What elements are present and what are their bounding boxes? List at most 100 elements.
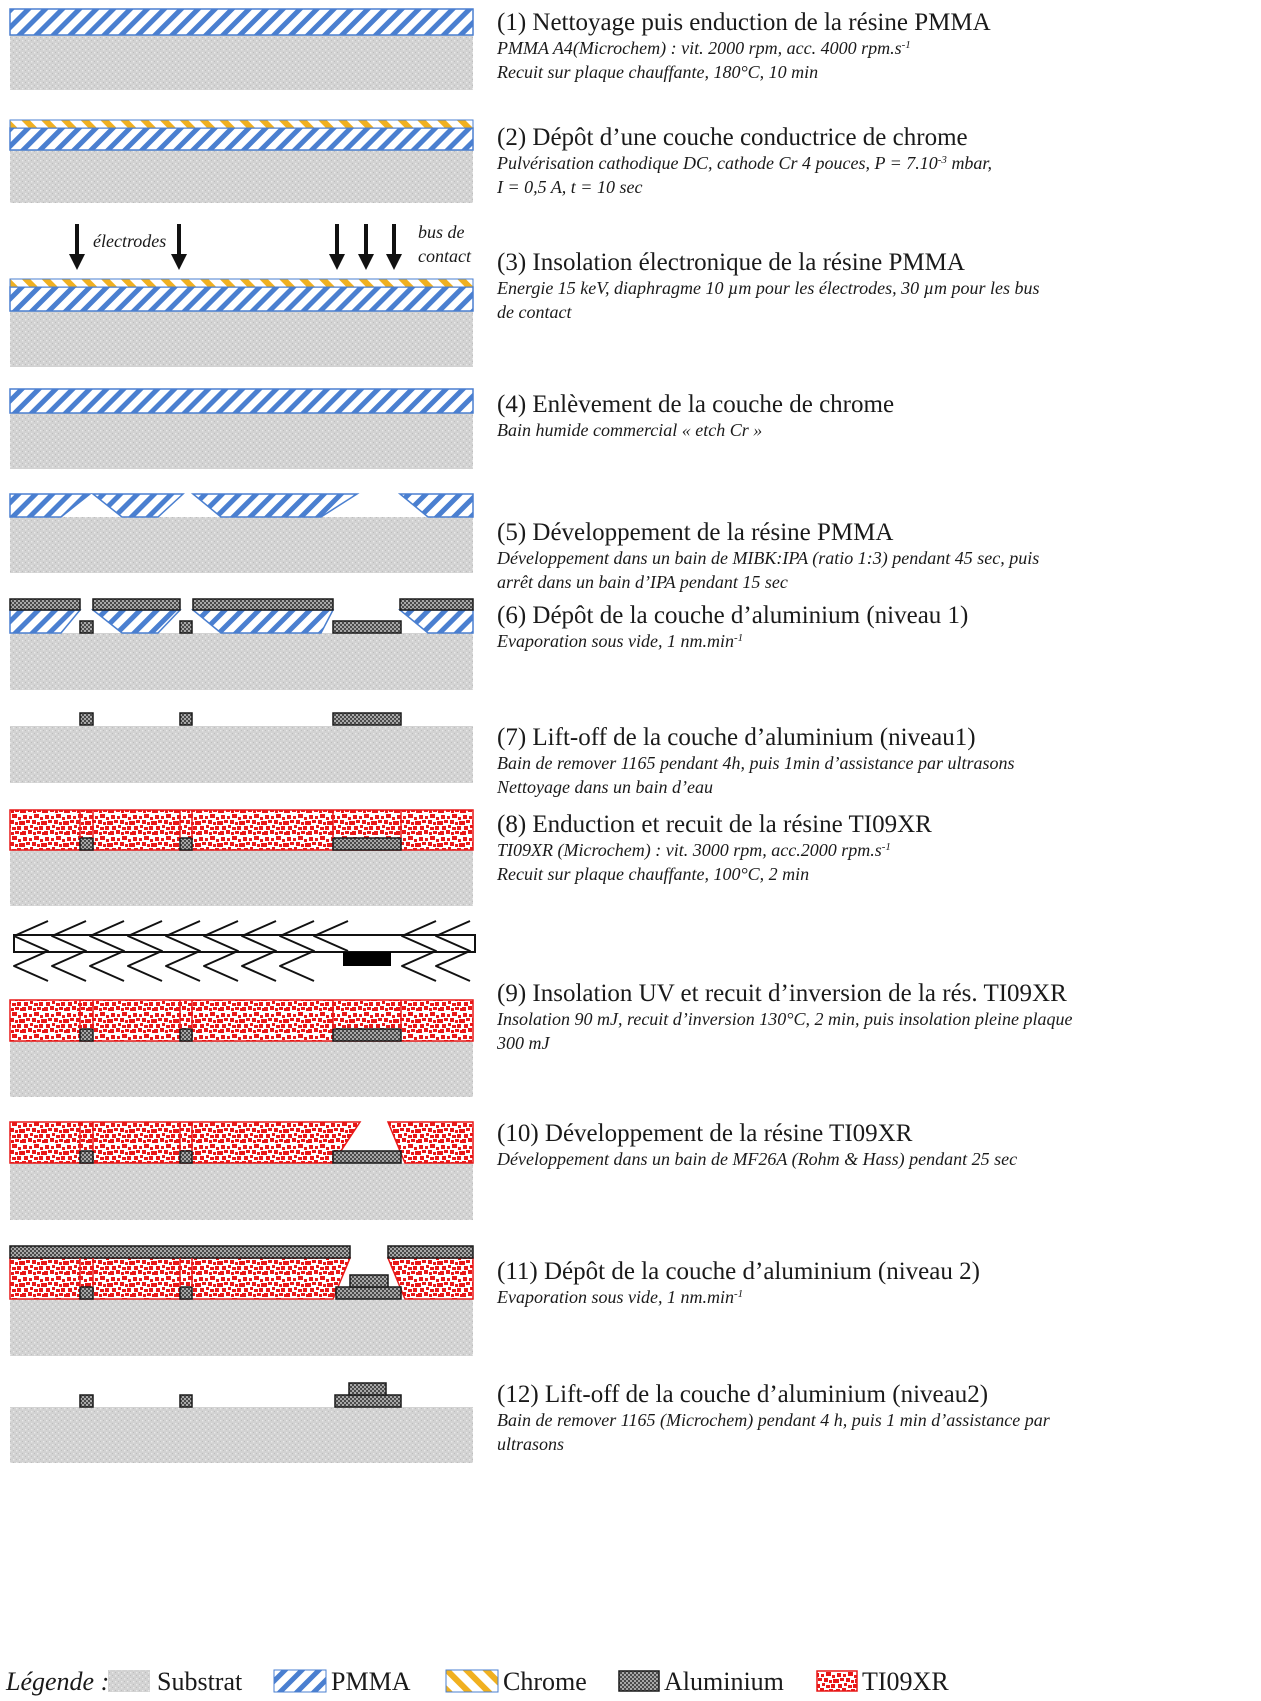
superscript: -1	[734, 1288, 743, 1300]
step-3-text: (3) Insolation électronique de la résine…	[496, 249, 1040, 322]
step-detail-line: TI09XR (Microchem) : vit. 3000 rpm, acc.…	[497, 840, 891, 861]
legend-label-ti09xr: TI09XR	[862, 1667, 949, 1696]
step-10-text: (10) Développement de la résine TI09XRDé…	[496, 1120, 1017, 1170]
bus-label-line2: contact	[418, 246, 472, 266]
text-segment: Recuit sur plaque chauffante, 100°C, 2 m…	[496, 864, 809, 884]
legend-swatch-substrate	[108, 1670, 150, 1692]
step-detail-line: Evaporation sous vide, 1 nm.min-1	[496, 631, 743, 651]
ti09xr-outline	[79, 1122, 193, 1151]
step-detail-line: PMMA A4(Microchem) : vit. 2000 rpm, acc.…	[496, 38, 911, 59]
text-segment: Evaporation sous vide, 1 nm.min	[496, 631, 734, 651]
aluminium-final	[79, 1382, 402, 1408]
legend-label-substrate: Substrat	[157, 1667, 243, 1696]
substrate-layer	[10, 413, 473, 469]
e-beam-arrows	[69, 224, 402, 270]
text-segment: Nettoyage dans un bain d’eau	[496, 777, 713, 797]
superscript: -1	[882, 841, 891, 853]
arrow-down-icon	[358, 224, 374, 270]
step-7-text: (7) Lift-off de la couche d’aluminium (n…	[496, 724, 1014, 797]
text-segment: 300 mJ	[496, 1033, 550, 1053]
step-1-diagram	[9, 8, 474, 90]
mask-chrome-pattern	[343, 952, 391, 966]
ti09xr-developed	[9, 1121, 474, 1164]
step-detail-line: arrêt dans un bain d’IPA pendant 15 sec	[497, 572, 788, 592]
superscript: -1	[734, 632, 743, 644]
step-4-text: (4) Enlèvement de la couche de chromeBai…	[497, 391, 894, 440]
text-segment: ultrasons	[497, 1434, 564, 1454]
step-detail-line: 300 mJ	[496, 1033, 550, 1053]
text-segment: Evaporation sous vide, 1 nm.min	[496, 1287, 734, 1307]
substrate-layer	[10, 1041, 473, 1097]
text-segment: arrêt dans un bain d’IPA pendant 15 sec	[497, 572, 788, 592]
step-6-text: (6) Dépôt de la couche d’aluminium (nive…	[496, 602, 968, 651]
uv-light-icon	[13, 920, 471, 982]
pmma-developed	[9, 493, 474, 518]
process-diagrams: électrodes bus de contact	[9, 8, 476, 1463]
aluminium-level-1	[79, 837, 402, 851]
text-segment: Recuit sur plaque chauffante, 180°C, 10 …	[496, 62, 818, 82]
legend: Légende : Substrat PMMA Chrome Aluminium…	[5, 1667, 949, 1696]
step-title: (9) Insolation UV et recuit d’inversion …	[497, 980, 1067, 1007]
step-2-diagram	[9, 119, 474, 203]
step-10-diagram	[9, 1121, 474, 1220]
step-12-diagram	[10, 1382, 473, 1463]
text-segment: PMMA A4(Microchem) : vit. 2000 rpm, acc.…	[496, 38, 902, 59]
step-title: (3) Insolation électronique de la résine…	[497, 249, 965, 276]
step-title: (5) Développement de la résine PMMA	[497, 519, 893, 546]
step-title: (10) Développement de la résine TI09XR	[497, 1120, 913, 1147]
step-6-diagram	[9, 598, 474, 690]
substrate-layer	[10, 1163, 473, 1220]
ti09xr-outline	[79, 810, 402, 838]
step-9-text: (9) Insolation UV et recuit d’inversion …	[496, 980, 1072, 1053]
step-title: (6) Dépôt de la couche d’aluminium (nive…	[497, 602, 968, 629]
pmma-layer	[9, 127, 474, 151]
chrome-layer	[9, 119, 474, 129]
text-segment: Energie 15 keV, diaphragme 10 µm pour le…	[496, 278, 1040, 298]
substrate-layer	[10, 150, 473, 203]
legend-label-pmma: PMMA	[331, 1667, 411, 1696]
step-title: (1) Nettoyage puis enduction de la résin…	[497, 9, 991, 36]
step-12-text: (12) Lift-off de la couche d’aluminium (…	[497, 1381, 1051, 1454]
step-5-text: (5) Développement de la résine PMMADével…	[496, 519, 1039, 592]
text-segment: Bain de remover 1165 (Microchem) pendant…	[497, 1410, 1051, 1431]
ti09xr-outline	[79, 1000, 402, 1029]
step-detail-line: Evaporation sous vide, 1 nm.min-1	[496, 1287, 743, 1307]
legend-label-aluminium: Aluminium	[664, 1667, 784, 1696]
pmma-developed	[9, 609, 474, 634]
step-detail-line: Nettoyage dans un bain d’eau	[496, 777, 713, 797]
text-segment: Développement dans un bain de MF26A (Roh…	[496, 1149, 1017, 1170]
step-8-diagram	[9, 809, 474, 906]
pmma-layer	[9, 286, 474, 312]
legend-label-chrome: Chrome	[503, 1667, 587, 1696]
step-detail-line: Bain de remover 1165 pendant 4h, puis 1m…	[497, 753, 1014, 773]
superscript: -1	[902, 39, 911, 51]
step-title: (7) Lift-off de la couche d’aluminium (n…	[497, 724, 976, 751]
step-detail-line: de contact	[497, 302, 572, 322]
arrow-down-icon	[386, 224, 402, 270]
step-2-text: (2) Dépôt d’une couche conductrice de ch…	[496, 124, 992, 197]
step-detail-line: Recuit sur plaque chauffante, 180°C, 10 …	[496, 62, 818, 82]
step-3-diagram: électrodes bus de contact	[9, 222, 474, 367]
legend-heading: Légende :	[5, 1667, 109, 1696]
text-segment: Pulvérisation cathodique DC, cathode Cr …	[496, 153, 938, 173]
aluminium-layer	[9, 598, 474, 634]
superscript: -3	[938, 154, 948, 166]
substrate-layer	[10, 517, 473, 573]
legend-swatch-aluminium	[618, 1670, 660, 1692]
step-detail-line: Pulvérisation cathodique DC, cathode Cr …	[496, 153, 992, 173]
aluminium-level-1	[79, 712, 402, 726]
step-detail-line: Développement dans un bain de MF26A (Roh…	[496, 1149, 1017, 1170]
pmma-layer	[9, 388, 474, 414]
legend-swatch-pmma	[273, 1669, 327, 1693]
step-detail-line: Bain humide commercial « etch Cr »	[497, 420, 762, 440]
substrate-layer	[10, 311, 473, 367]
electrodes-label: électrodes	[93, 231, 166, 251]
arrow-down-icon	[329, 224, 345, 270]
arrow-down-icon	[171, 224, 187, 270]
step-detail-line: Recuit sur plaque chauffante, 100°C, 2 m…	[496, 864, 809, 884]
text-segment: Insolation 90 mJ, recuit d’inversion 130…	[496, 1009, 1072, 1029]
substrate-layer	[10, 1407, 473, 1463]
substrate-layer	[10, 1299, 473, 1356]
substrate-layer	[10, 850, 473, 906]
